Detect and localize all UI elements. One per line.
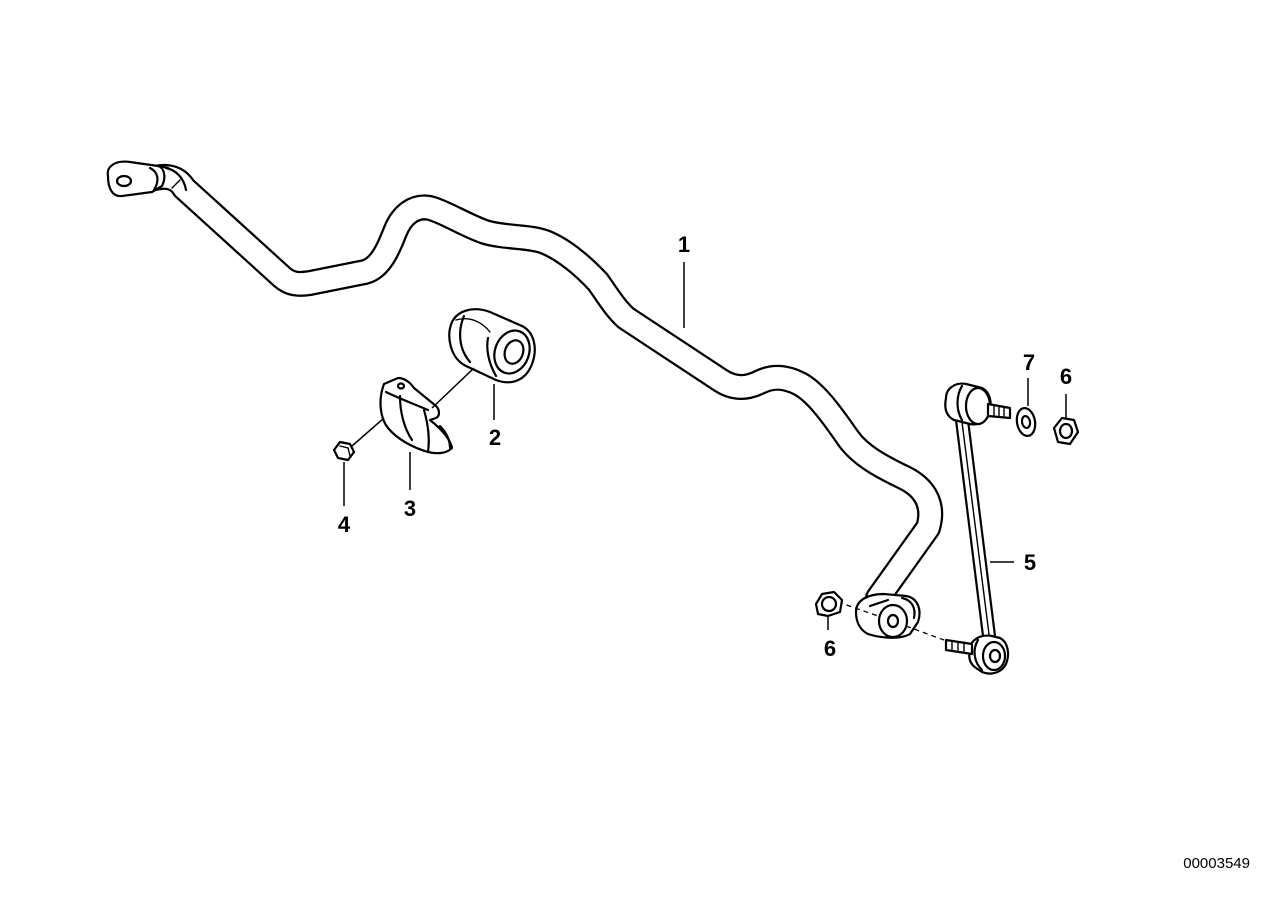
rubber-mounting [448,308,536,384]
leader-3-connector [351,417,385,447]
washer [1015,407,1037,437]
callout-4: 4 [338,512,351,537]
bar-left-bend-mark [171,179,181,189]
callout-2: 2 [489,425,501,450]
assembly-line-lower-stud [905,625,945,641]
stabilizer-bar [106,160,944,639]
nut-upper [1052,416,1080,446]
callout-5: 5 [1024,550,1036,575]
callout-1: 1 [678,232,690,257]
stabilizer-link [944,382,1012,675]
callout-6-lower: 6 [824,636,836,661]
nut-lower [814,590,844,618]
callout-7: 7 [1023,350,1035,375]
bracket [379,376,454,455]
callout-3: 3 [404,496,416,521]
small-nut [332,440,356,462]
assembly-line-lower [837,601,879,617]
bar-left-eye [106,160,188,198]
callout-6-upper: 6 [1060,364,1072,389]
leader-2-connector [431,367,475,409]
stabilizer-bar-fill [144,166,941,609]
diagram-reference-number: 00003549 [1183,855,1250,872]
bar-right-eye [854,592,921,639]
